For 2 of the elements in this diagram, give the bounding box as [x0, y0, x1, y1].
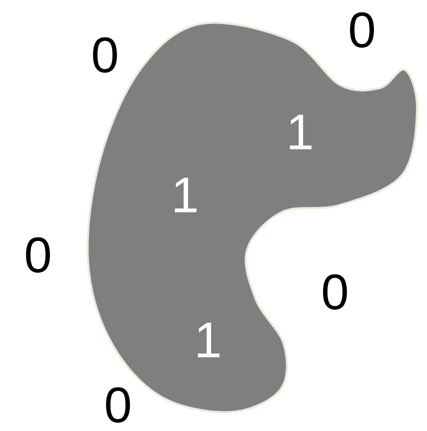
digit-label: 0 [323, 274, 347, 310]
digit-label: 0 [93, 37, 117, 73]
